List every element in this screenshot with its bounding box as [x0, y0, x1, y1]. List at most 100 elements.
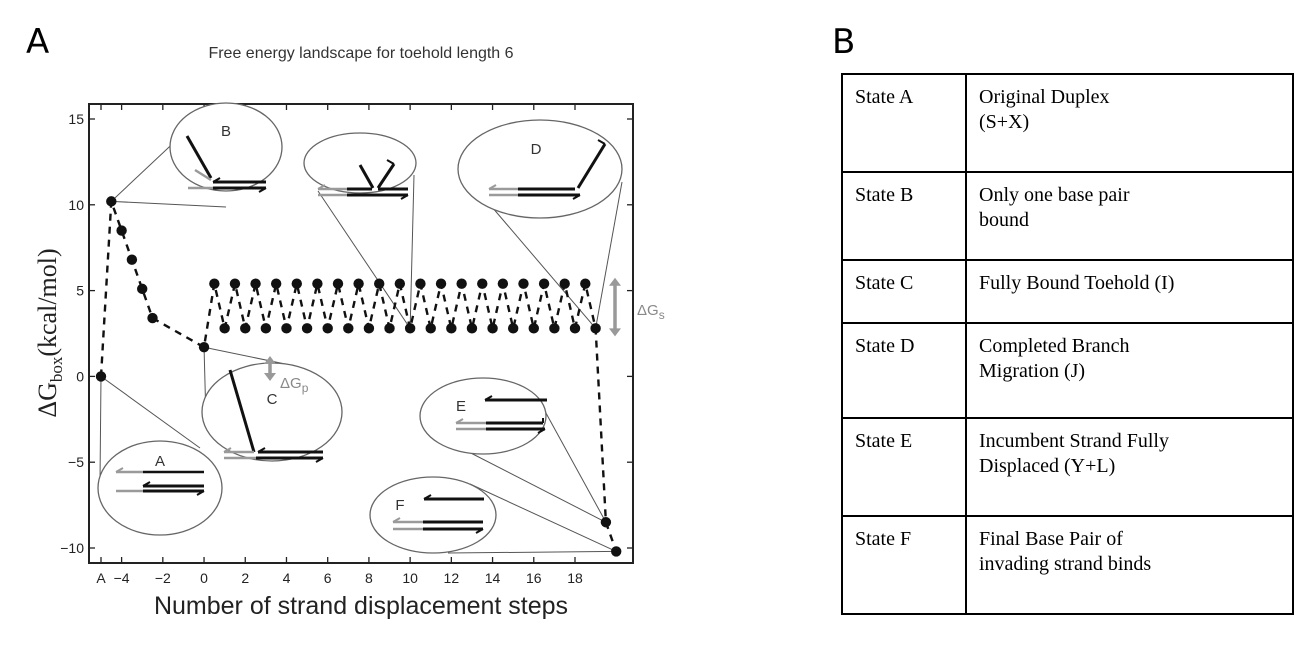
data-point [332, 278, 344, 289]
data-point [95, 371, 107, 382]
invader-arrowhead [223, 447, 232, 453]
x-tick-label: A [96, 570, 106, 586]
incumbent-arrowhead [142, 481, 151, 487]
data-point [353, 278, 364, 289]
data-point [270, 278, 282, 289]
data-point [569, 323, 581, 334]
inset-connector [595, 181, 623, 329]
panel-a-label: A [26, 22, 50, 62]
inset-state-a: A [97, 375, 223, 536]
invader-arrowhead [392, 517, 401, 523]
inset-connector [203, 346, 291, 366]
incumbent-arrowhead [212, 177, 221, 183]
data-point [425, 323, 436, 334]
data-point [384, 323, 395, 334]
data-point [250, 278, 261, 289]
data-point [394, 278, 406, 289]
state-description-line: Final Base Pair of [979, 528, 1123, 550]
delta-g-s-annotation: ΔGs [609, 277, 665, 337]
data-point [363, 323, 375, 334]
substrate-arrowhead [572, 194, 581, 200]
data-point [106, 196, 117, 207]
chart-title: Free energy landscape for toehold length… [208, 45, 513, 62]
invader-arrowhead [115, 467, 124, 473]
panel-b-label: B [832, 22, 856, 62]
y-axis-title-sub: box [47, 356, 66, 382]
substrate-arrowhead [196, 490, 205, 496]
data-point [590, 323, 601, 334]
inset-ellipse [303, 132, 417, 194]
arrow-up-head [609, 277, 621, 286]
state-description-cell: Original Duplex(S+X) [965, 73, 1294, 173]
incumbent-arrowhead [597, 139, 606, 145]
incumbent-dangling [576, 143, 607, 189]
inset-connector [540, 403, 607, 523]
arrow-down-head [609, 328, 621, 337]
data-point [281, 323, 292, 334]
inset-state-f: F [369, 476, 617, 554]
state-description-line: Completed Branch [979, 335, 1130, 357]
substrate-arrowhead [315, 457, 324, 463]
data-point [446, 323, 457, 334]
arrow-up-head [264, 356, 276, 364]
incumbent-dangling [228, 369, 256, 453]
x-tick-label: 0 [200, 570, 208, 586]
incumbent-arrowhead [257, 447, 266, 453]
substrate-arrowhead [400, 194, 409, 200]
plot-frame [88, 103, 634, 564]
state-name-cell: State B [841, 171, 967, 261]
state-description-line: Migration (J) [979, 360, 1086, 382]
substrate-arrowhead [258, 187, 267, 193]
invader-arrowhead [455, 418, 464, 424]
data-point [404, 323, 416, 334]
state-description-line: invading strand binds [979, 553, 1152, 575]
y-axis-title-units: (kcal/mol) [33, 248, 62, 356]
inset-label: C [267, 391, 278, 408]
state-name-cell: State E [841, 417, 967, 517]
inset-label: D [531, 141, 542, 158]
data-point [198, 342, 210, 353]
data-point [291, 278, 302, 289]
data-point [126, 254, 138, 265]
substrate-arrowhead [537, 428, 546, 434]
data-point [477, 278, 488, 289]
delta-g-subscript: s [659, 308, 665, 322]
series-line [99, 200, 618, 552]
x-tick-label: 16 [526, 570, 542, 586]
state-name-cell: State A [841, 73, 967, 173]
state-description-cell: Final Base Pair of invading strand binds [965, 515, 1294, 615]
data-point [343, 323, 354, 334]
y-axis-title-main: ΔG [33, 382, 62, 418]
y-tick-label: −10 [60, 540, 84, 556]
state-name-cell: State D [841, 322, 967, 419]
data-point [260, 323, 272, 334]
y-tick-label: −5 [68, 454, 84, 470]
state-description-cell: Fully Bound Toehold (I) [965, 259, 1294, 324]
inset-state-b: B [110, 102, 283, 208]
incumbent-branch-arrowhead [386, 159, 395, 165]
inset-connector [479, 192, 596, 329]
arrow-down-head [264, 373, 276, 381]
data-point [219, 323, 230, 334]
y-tick-label: 5 [76, 283, 84, 299]
delta-g-p-annotation: ΔGp [264, 356, 309, 395]
x-tick-label: 14 [485, 570, 501, 586]
invader-branch [358, 164, 375, 189]
data-point [549, 323, 560, 334]
delta-g-main: ΔG [280, 375, 302, 392]
invader-toehold [194, 168, 212, 182]
series [95, 196, 622, 557]
data-point [322, 323, 333, 334]
x-tick-label: −4 [114, 570, 130, 586]
inset-ellipse [369, 476, 497, 554]
state-description-line: Original Duplex [979, 86, 1110, 108]
substrate-arrowhead [475, 528, 484, 534]
